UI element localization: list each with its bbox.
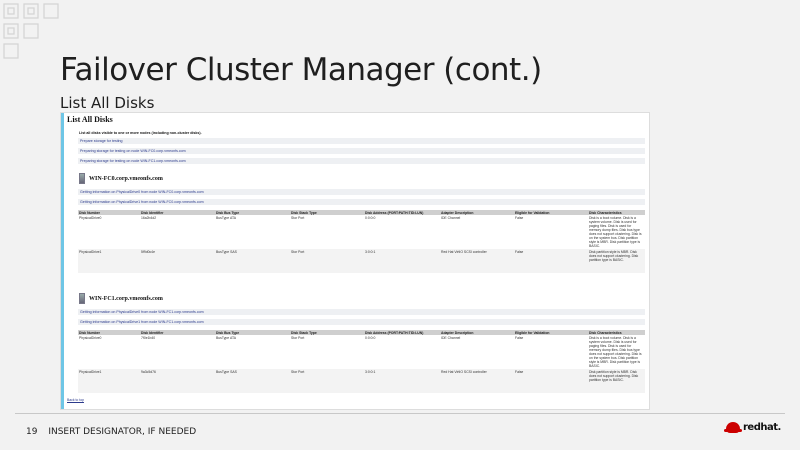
table-cell: IDE Channel [441, 216, 461, 220]
node-host-heading: WIN-FC1.corp.vmeonfs.com [79, 293, 163, 304]
table-cell: False [515, 216, 524, 220]
footer: 19 INSERT DESIGNATOR, IF NEEDED [26, 427, 196, 437]
info-link[interactable]: Getting information on PhysicalDrive0 fr… [78, 309, 645, 315]
host-name: WIN-FC0.corp.vmeonfs.com [89, 175, 163, 182]
host-name: WIN-FC1.corp.vmeonfs.com [89, 295, 163, 302]
table-cell: Red Hat VirtIO SCSI controller [440, 369, 514, 393]
column-header: Disk Identifier [140, 330, 215, 335]
table-cell: Disk is a boot volume. Disk is a system … [589, 336, 642, 368]
table-cell: 5f9d0c4e [140, 249, 215, 273]
table-cell: BusType ATA [216, 336, 237, 340]
column-header: Disk Stack Type [290, 330, 364, 335]
table-cell: BusType SAS [215, 369, 290, 393]
table-cell: Stor Port [290, 369, 364, 393]
column-header: Eligible for Validation [514, 330, 588, 335]
server-icon [79, 173, 85, 184]
info-link[interactable]: Getting information on PhysicalDrive0 fr… [78, 189, 645, 195]
table-row: PhysicalDrive0 16a2b4d2 BusType ATA Stor Po… [78, 215, 645, 249]
table-cell: Disk partition style is MBR. Disk does n… [588, 369, 645, 393]
column-header: Disk Characteristics [588, 330, 645, 335]
table-cell: PhysicalDrive1 [78, 249, 140, 273]
table-cell: BusType ATA [216, 216, 237, 220]
logo-text: redhat. [743, 422, 781, 433]
step-link[interactable]: Preparing storage for testing on node WI… [78, 148, 645, 154]
column-header: Eligible for Validation [514, 210, 588, 215]
column-header: Adapter Description [440, 330, 514, 335]
table-cell: False [514, 249, 588, 273]
table-cell: PhysicalDrive0 [79, 216, 102, 220]
table-cell: IDE Channel [441, 336, 461, 340]
back-to-top-link[interactable]: Back to top [67, 398, 84, 402]
column-header: Disk Number [78, 210, 140, 215]
accent-strip [61, 113, 64, 409]
table-cell: 9a3c5d76 [140, 369, 215, 393]
redhat-hat-icon [724, 422, 742, 433]
server-icon [79, 293, 85, 304]
column-header: Disk Stack Type [290, 210, 364, 215]
step-link[interactable]: Preparing storage for testing on node WI… [78, 158, 645, 164]
table-cell: 0:0:0:0 [365, 336, 376, 340]
table-cell: PhysicalDrive0 [79, 336, 102, 340]
table-cell: Stor Port [291, 216, 305, 220]
table-cell: 0:0:0:0 [365, 216, 376, 220]
slide-title: Failover Cluster Manager (cont.) [60, 52, 542, 88]
decorative-maze-pattern [3, 3, 59, 59]
node-host-heading: WIN-FC0.corp.vmeonfs.com [79, 173, 163, 184]
footer-designator: INSERT DESIGNATOR, IF NEEDED [48, 427, 197, 437]
column-header: Disk Address (PORT:PATH:TID:LUN) [364, 210, 440, 215]
report-heading: List All Disks [67, 115, 113, 124]
report-screenshot: List All Disks List all disks visible to… [60, 112, 650, 410]
step-link[interactable]: Prepare storage for testing [78, 138, 645, 144]
table-cell: False [514, 369, 588, 393]
table-cell: BusType SAS [215, 249, 290, 273]
table-cell: 3:0:0:1 [364, 249, 440, 273]
table-cell: PhysicalDrive1 [78, 369, 140, 393]
column-header: Disk Number [78, 330, 140, 335]
table-cell: 7f0e1b40 [141, 336, 156, 340]
info-link[interactable]: Getting information on PhysicalDrive1 fr… [78, 199, 645, 205]
column-header: Disk Bus Type [215, 330, 290, 335]
column-header: Disk Address (PORT:PATH:TID:LUN) [364, 330, 440, 335]
column-header: Disk Characteristics [588, 210, 645, 215]
table-cell: Red Hat VirtIO SCSI controller [440, 249, 514, 273]
table-cell: Disk partition style is MBR. Disk does n… [588, 249, 645, 273]
info-link[interactable]: Getting information on PhysicalDrive1 fr… [78, 319, 645, 325]
column-header: Disk Bus Type [215, 210, 290, 215]
table-cell: Stor Port [291, 336, 305, 340]
table-cell: False [515, 336, 524, 340]
footer-divider [15, 413, 785, 414]
column-header: Adapter Description [440, 210, 514, 215]
redhat-logo: redhat. [724, 422, 781, 433]
column-header: Disk Identifier [140, 210, 215, 215]
page-number: 19 [26, 427, 38, 437]
table-row: PhysicalDrive0 7f0e1b40 BusType ATA Stor Po… [78, 335, 645, 369]
table-cell: 3:0:0:1 [364, 369, 440, 393]
table-cell: 16a2b4d2 [141, 216, 157, 220]
table-cell: Stor Port [290, 249, 364, 273]
slide-subtitle: List All Disks [60, 94, 155, 112]
table-cell: Disk is a boot volume. Disk is a system … [589, 216, 642, 248]
report-intro: List all disks visible to one or more no… [79, 131, 202, 135]
